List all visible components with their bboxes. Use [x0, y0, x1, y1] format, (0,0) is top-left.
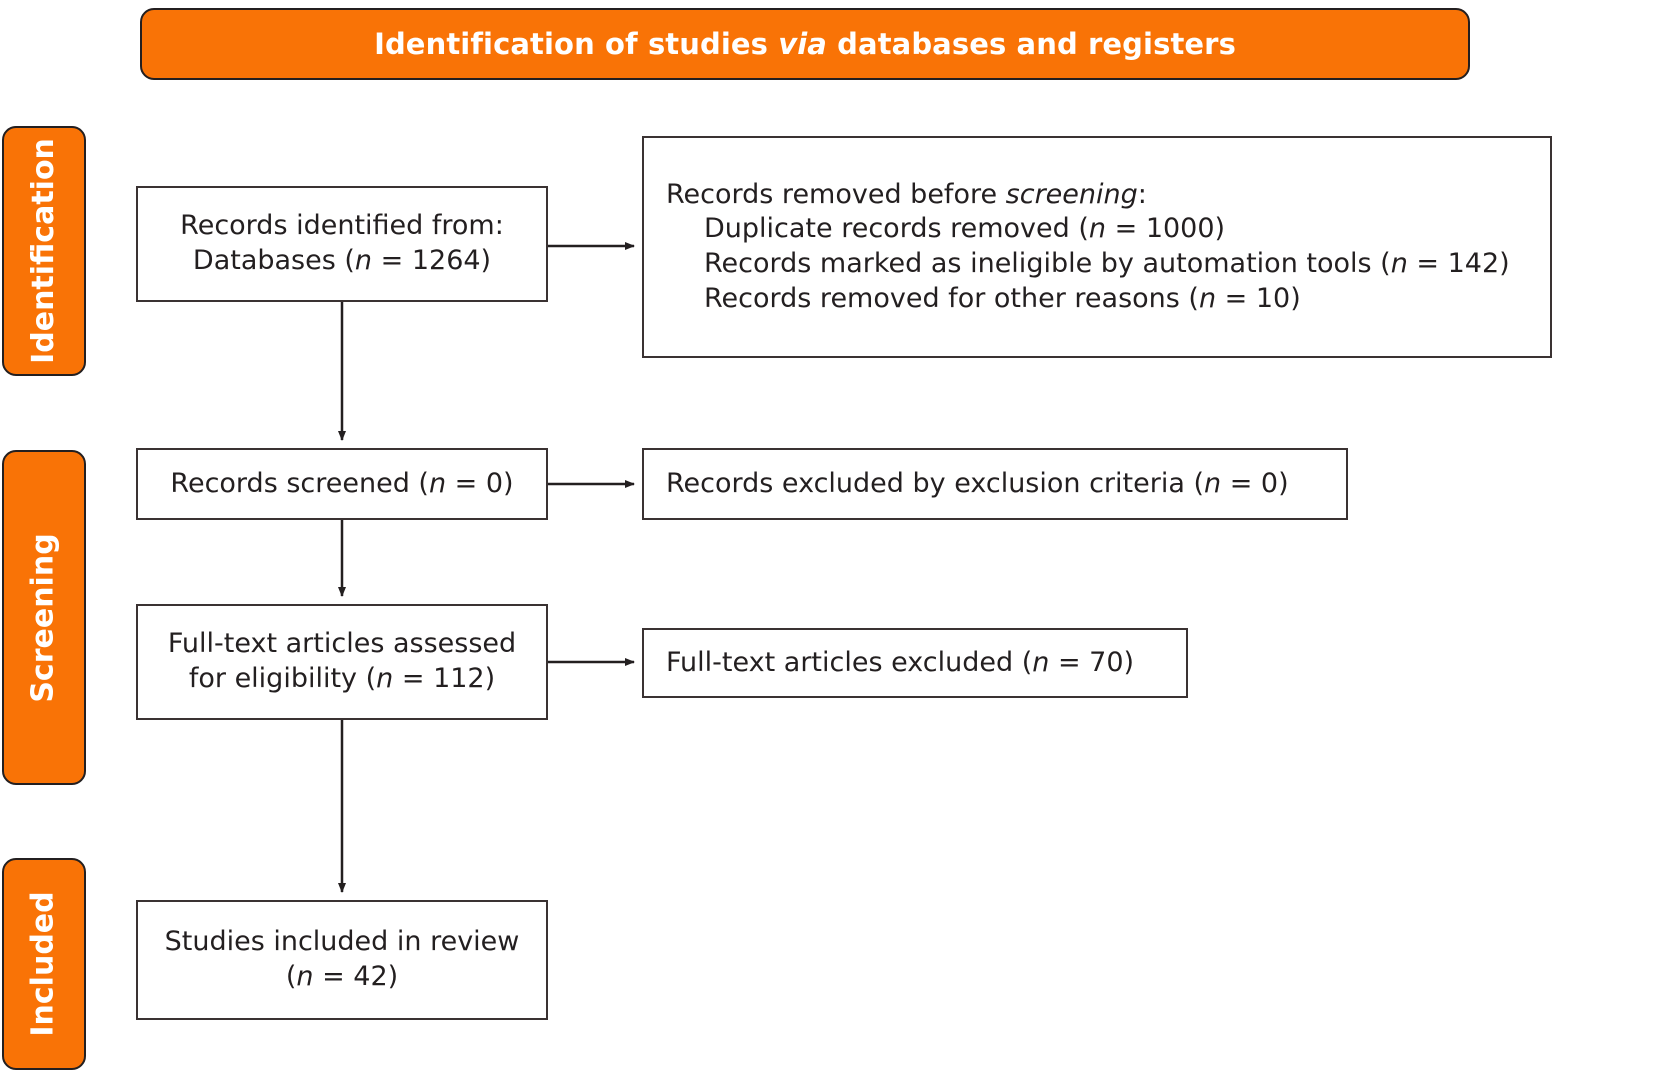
fulltext-assessed-line2-n: n — [376, 663, 394, 694]
records-identified-line2-n: n — [354, 245, 373, 276]
stage-label-identification: Identification — [2, 126, 86, 376]
records-removed-heading-pre: Records removed before — [666, 178, 1006, 210]
records-removed-item-ineligible: Records marked as ineligible by automati… — [644, 247, 1510, 282]
records-removed-item-other-pre: Records removed for other reasons ( — [704, 282, 1199, 314]
box-records-removed-before-screening: Records removed before screening: Duplic… — [642, 136, 1552, 358]
fulltext-excluded-text: Full-text articles excluded (n = 70) — [644, 646, 1134, 681]
stage-label-included: Included — [2, 858, 86, 1070]
studies-included-line2: (n = 42) — [286, 960, 398, 995]
records-screened-pre: Records screened ( — [170, 467, 429, 499]
studies-included-line2-n: n — [296, 961, 314, 992]
box-records-identified: Records identified from: Databases (n = … — [136, 186, 548, 302]
records-removed-item-other-n: n — [1198, 282, 1217, 314]
title-part-via: via — [778, 27, 827, 61]
records-screened-post: = 0) — [446, 467, 514, 499]
records-removed-heading-italic: screening — [1005, 178, 1138, 210]
stage-label-included-text: Included — [26, 891, 61, 1037]
records-removed-item-other: Records removed for other reasons (n = 1… — [644, 282, 1301, 317]
fulltext-assessed-line2-pre: for eligibility ( — [188, 663, 377, 694]
records-identified-line2-post: = 1264) — [372, 245, 492, 276]
records-removed-item-duplicates-post: = 1000) — [1106, 213, 1226, 245]
stage-label-identification-text: Identification — [26, 138, 62, 364]
fulltext-assessed-line2: for eligibility (n = 112) — [189, 662, 495, 697]
studies-included-line2-pre: ( — [285, 961, 297, 992]
records-removed-item-duplicates: Duplicate records removed (n = 1000) — [644, 212, 1225, 247]
records-excluded-post: = 0) — [1221, 467, 1289, 499]
records-identified-line1: Records identified from: — [180, 210, 504, 242]
records-identified-line2-pre: Databases ( — [192, 245, 355, 276]
records-screened-n: n — [428, 467, 447, 499]
records-screened-text: Records screened (n = 0) — [170, 467, 513, 502]
records-removed-item-ineligible-pre: Records marked as ineligible by automati… — [704, 248, 1391, 279]
records-identified-line2: Databases (n = 1264) — [193, 244, 491, 279]
records-removed-item-ineligible-n: n — [1390, 248, 1408, 279]
title-part-1: Identification of studies — [374, 27, 779, 61]
box-records-excluded: Records excluded by exclusion criteria (… — [642, 448, 1348, 520]
records-removed-item-duplicates-pre: Duplicate records removed ( — [704, 213, 1089, 245]
fulltext-assessed-line1: Full-text articles assessed — [167, 628, 517, 660]
title-part-3: databases and registers — [826, 27, 1236, 61]
box-records-screened: Records screened (n = 0) — [136, 448, 548, 520]
fulltext-excluded-post: = 70) — [1049, 646, 1135, 678]
records-removed-item-duplicates-n: n — [1088, 213, 1107, 245]
records-excluded-n: n — [1204, 467, 1222, 499]
fulltext-assessed-line2-post: = 112) — [393, 663, 496, 694]
stage-label-screening: Screening — [2, 450, 86, 785]
stage-label-screening-text: Screening — [26, 532, 62, 703]
studies-included-line1: Studies included in review — [164, 926, 520, 958]
box-fulltext-assessed: Full-text articles assessed for eligibil… — [136, 604, 548, 720]
diagram-title-banner: Identification of studies via databases … — [140, 8, 1470, 80]
records-removed-item-ineligible-post: = 142) — [1407, 248, 1510, 279]
records-excluded-pre: Records excluded by exclusion criteria ( — [666, 467, 1204, 499]
box-studies-included: Studies included in review (n = 42) — [136, 900, 548, 1020]
studies-included-line2-post: = 42) — [313, 961, 399, 992]
records-removed-heading-post: : — [1137, 178, 1147, 210]
fulltext-excluded-pre: Full-text articles excluded ( — [666, 646, 1033, 678]
box-fulltext-excluded: Full-text articles excluded (n = 70) — [642, 628, 1188, 698]
fulltext-excluded-n: n — [1032, 646, 1050, 678]
records-removed-heading: Records removed before screening: — [644, 178, 1147, 213]
records-removed-item-other-post: = 10) — [1216, 282, 1301, 314]
records-excluded-text: Records excluded by exclusion criteria (… — [644, 467, 1289, 502]
diagram-title-text: Identification of studies via databases … — [374, 27, 1236, 61]
